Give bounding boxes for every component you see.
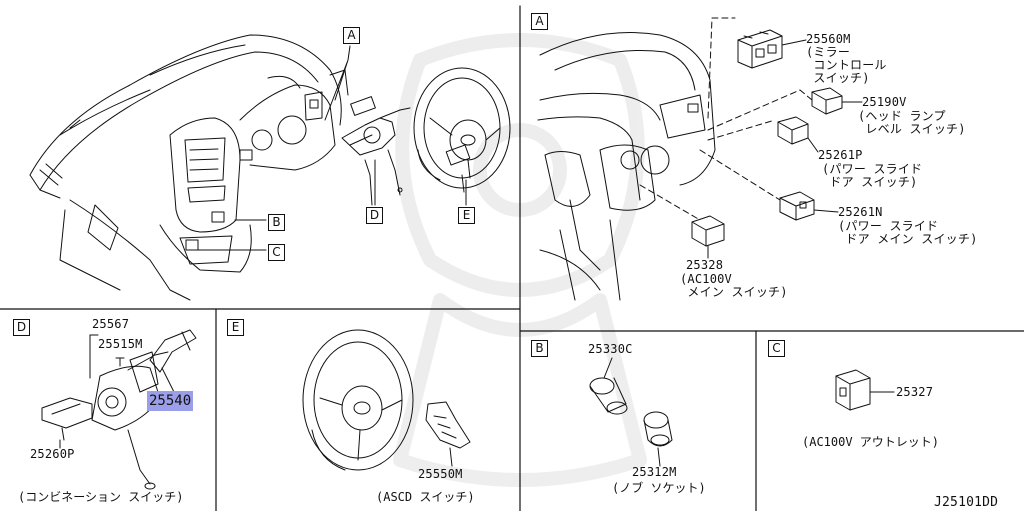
part-name-ac100v-main-switch: (AC100V メイン スイッチ) (680, 272, 788, 299)
knob-socket (643, 411, 673, 467)
part-number-25560m: 25560M (806, 32, 851, 46)
caption-ac100v-outlet: (AC100V アウトレット) (802, 435, 940, 449)
part-number-25540-highlighted[interactable]: 25540 (147, 391, 194, 411)
part-number-25261n: 25261N (838, 205, 883, 219)
part-number-25515m: 25515M (98, 337, 143, 351)
part-number-25327: 25327 (896, 385, 934, 399)
part-number-25261p: 25261P (818, 148, 863, 162)
steering-wheel-large (302, 329, 414, 471)
diagram-id: J25101DD (934, 495, 999, 510)
dashed-leaders (639, 17, 813, 221)
part-number-25330c: 25330C (588, 342, 633, 356)
panel-tag-a: A (531, 13, 548, 30)
steering-wheel-small (413, 67, 511, 193)
part-number-25550m: 25550M (418, 467, 463, 481)
power-slide-door-switch (777, 116, 809, 145)
caption-ascd-switch: (ASCD スイッチ) (376, 490, 475, 504)
panel-frames (0, 5, 1024, 511)
headlamp-leveling-switch (811, 87, 843, 115)
callout-box-a: A (343, 27, 360, 44)
dashboard-right-drawing (537, 32, 716, 301)
panel-tag-b: B (531, 340, 548, 357)
ac100v-outlet (835, 369, 895, 411)
part-name-headlamp-leveling-switch: (ヘッド ランプ レベル スイッチ) (858, 109, 966, 136)
part-number-25328: 25328 (686, 258, 724, 272)
panel-tag-e: E (227, 319, 244, 336)
callout-box-d: D (366, 207, 383, 224)
part-leaders-right (707, 39, 863, 259)
callout-box-b: B (268, 214, 285, 231)
caption-knob-socket: (ノブ ソケット) (612, 481, 706, 495)
combination-switch-small (341, 96, 411, 206)
dashboard-drawing (29, 34, 351, 301)
callout-box-e: E (458, 207, 475, 224)
panel-tag-c: C (768, 340, 785, 357)
callout-box-c: C (268, 244, 285, 261)
panel-tag-d: D (13, 319, 30, 336)
ac100v-main-switch (691, 215, 725, 247)
part-number-25567: 25567 (92, 317, 130, 331)
part-name-mirror-control-switch: (ミラー コントロール スイッチ) (806, 45, 887, 85)
cigarette-lighter-socket (589, 357, 628, 415)
part-number-25312m: 25312M (632, 465, 677, 479)
callout-leaders (195, 159, 467, 251)
part-number-25190v: 25190V (862, 95, 907, 109)
ascd-switch (425, 401, 471, 467)
part-name-power-slide-door-switch: (パワー スライド ドア スイッチ) (822, 162, 923, 189)
mirror-control-switch (737, 29, 783, 69)
part-number-25260p: 25260P (30, 447, 75, 461)
power-slide-door-main-switch (779, 191, 815, 221)
caption-combination-switch: (コンビネーション スイッチ) (18, 490, 184, 504)
part-name-power-slide-door-main-switch: (パワー スライド ドア メイン スイッチ) (838, 219, 978, 246)
